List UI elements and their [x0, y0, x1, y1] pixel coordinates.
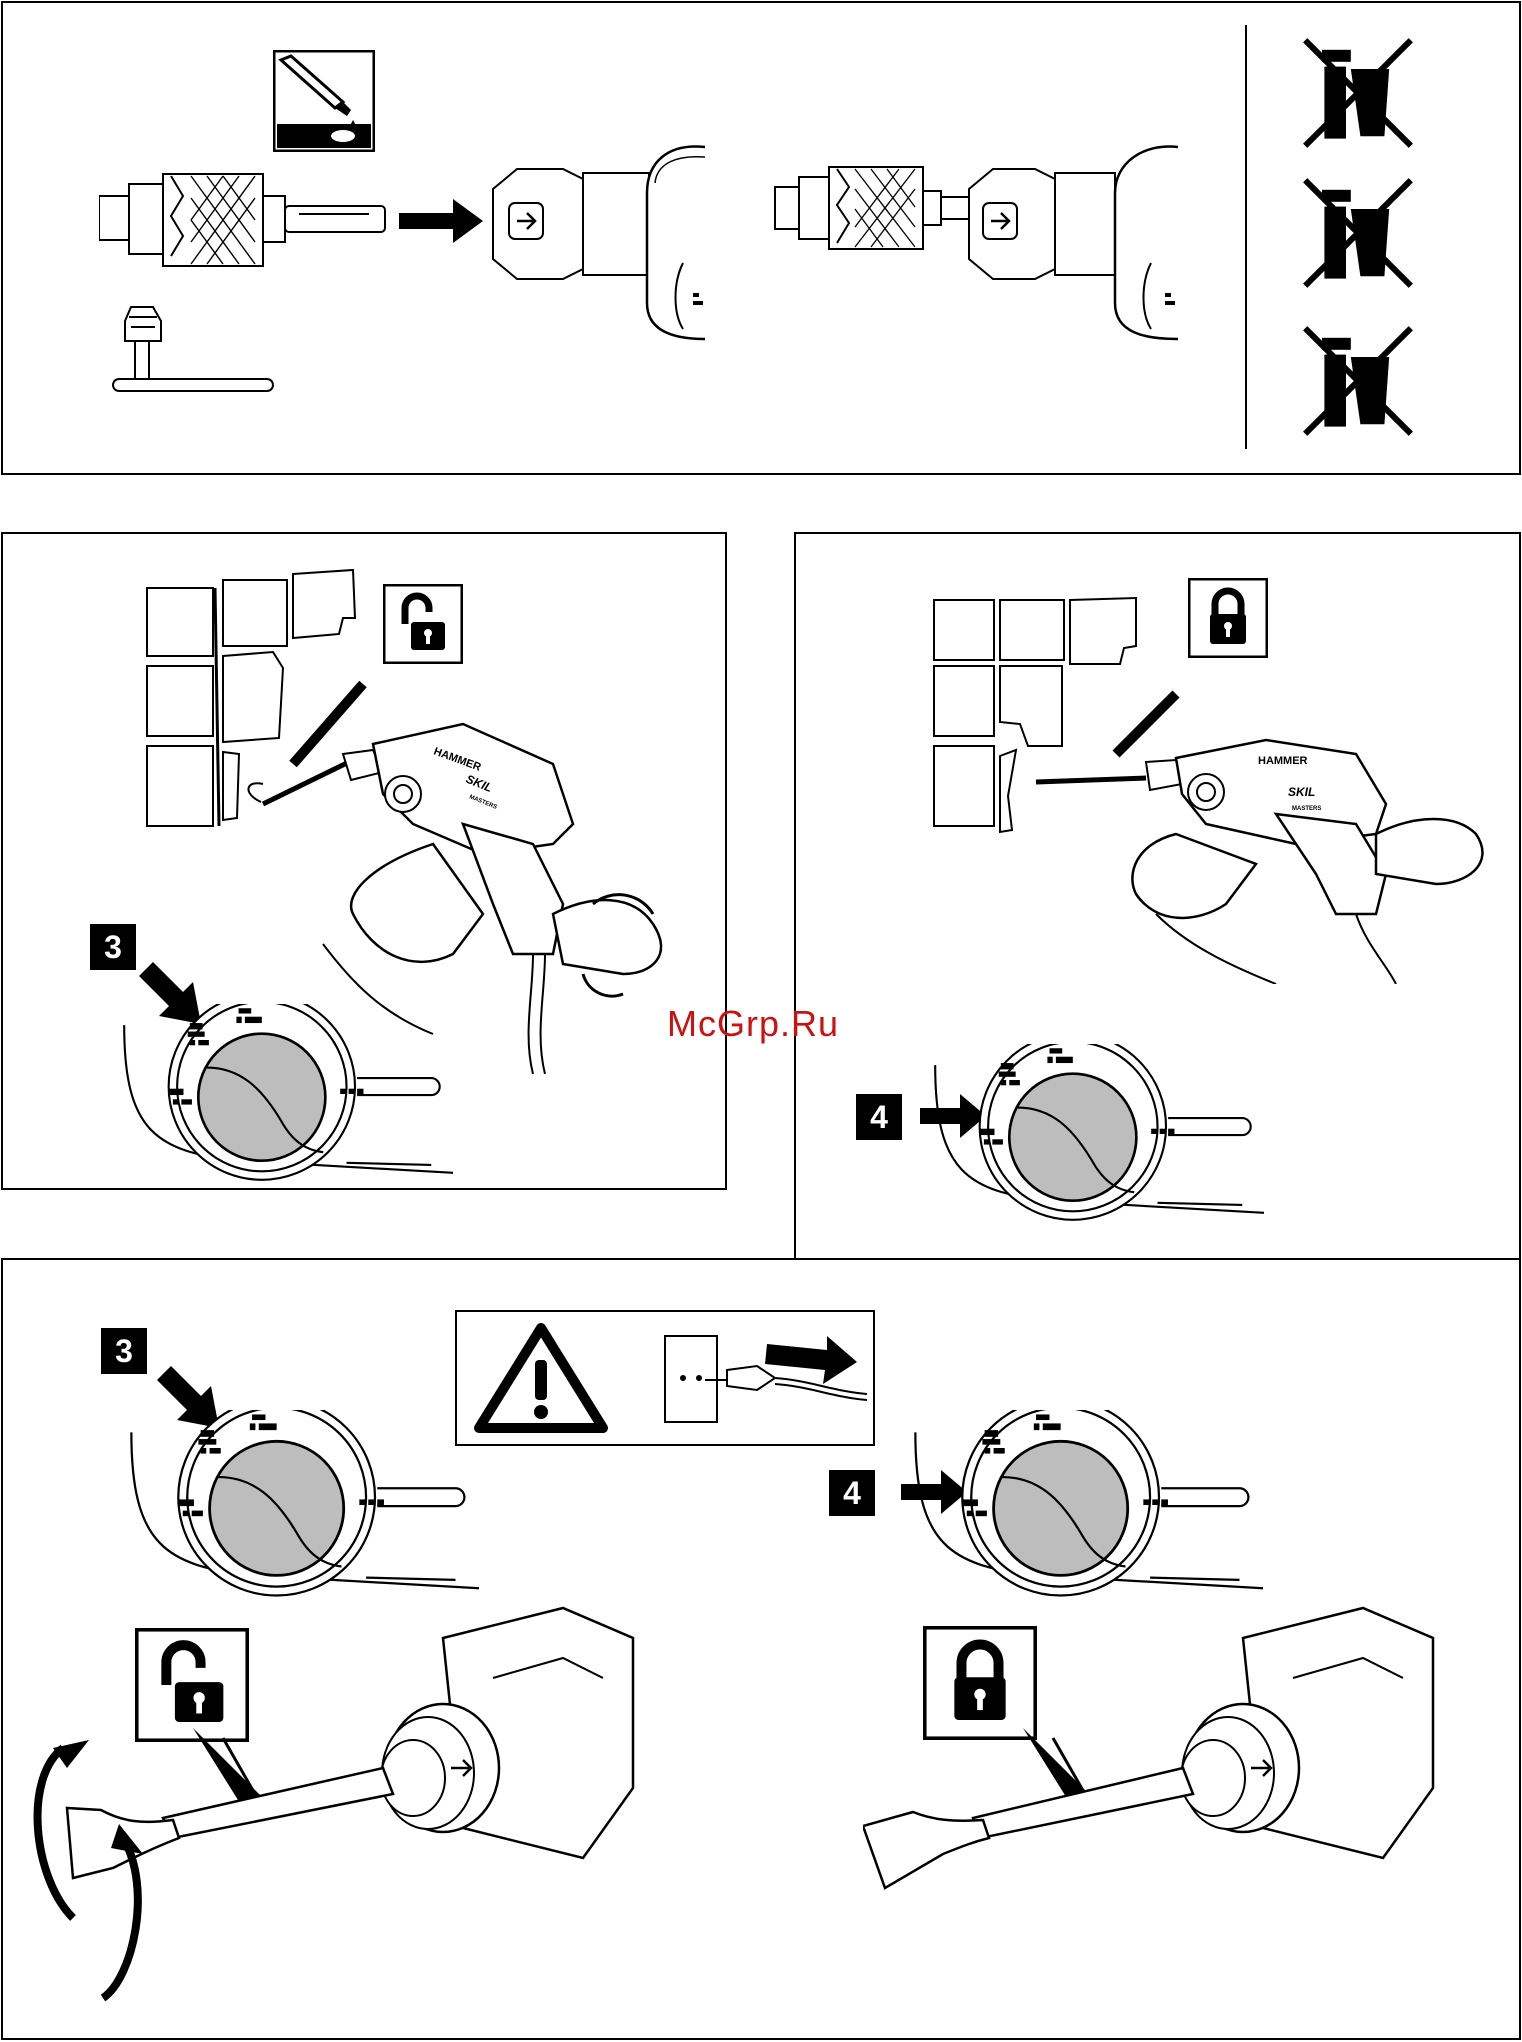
warning-triangle-icon [473, 1322, 609, 1434]
padlock-open-icon [383, 584, 463, 664]
hammer-label: HAMMER [1258, 755, 1308, 767]
drill-chuck-with-adapter [99, 166, 389, 274]
chisel-insertion-locked [863, 1598, 1513, 2018]
crossed-out-chisel-icon [1293, 321, 1423, 441]
hammer-tool-front [487, 143, 707, 343]
crossed-out-chisel-icon [1293, 173, 1423, 293]
hammer-tool-with-chuck [773, 143, 1183, 343]
watermark: McGrp.Ru [667, 1003, 839, 1045]
unplug-icon [657, 1322, 867, 1434]
mode-selector-dial [924, 1044, 1264, 1224]
brand-label: SKIL [1288, 785, 1315, 799]
chisel-lock-panel: HAMMER SKIL MASTERS 4 [794, 532, 1521, 1259]
rotary-hammer-illustration: HAMMER SKIL MASTERS [1026, 664, 1516, 984]
chisel-setup-bottom-panel: 3 4 [1, 1258, 1521, 2040]
crossed-out-chisel-icon [1293, 33, 1423, 153]
series-label: MASTERS [1292, 806, 1321, 812]
step-4-badge: 4 [856, 1094, 902, 1140]
chisel-insertion-unlocked [23, 1598, 643, 2018]
insert-arrow-icon [399, 199, 483, 243]
mode-selector-dial [119, 1410, 479, 1600]
mode-selector-dial [113, 1004, 453, 1184]
grease-tube-icon [273, 50, 375, 152]
vertical-divider [1245, 25, 1247, 449]
padlock-closed-icon [1188, 578, 1268, 658]
chuck-key [111, 303, 275, 395]
mode-selector-dial [903, 1410, 1263, 1600]
step-4-badge: 4 [829, 1470, 875, 1516]
chisel-unlock-panel: HAMMER SKIL MASTERS 3 [1, 532, 727, 1190]
unplug-warning-box [455, 1310, 875, 1446]
step-3-badge: 3 [101, 1328, 147, 1374]
step-3-badge: 3 [90, 924, 136, 970]
chuck-mounting-panel [1, 1, 1521, 475]
